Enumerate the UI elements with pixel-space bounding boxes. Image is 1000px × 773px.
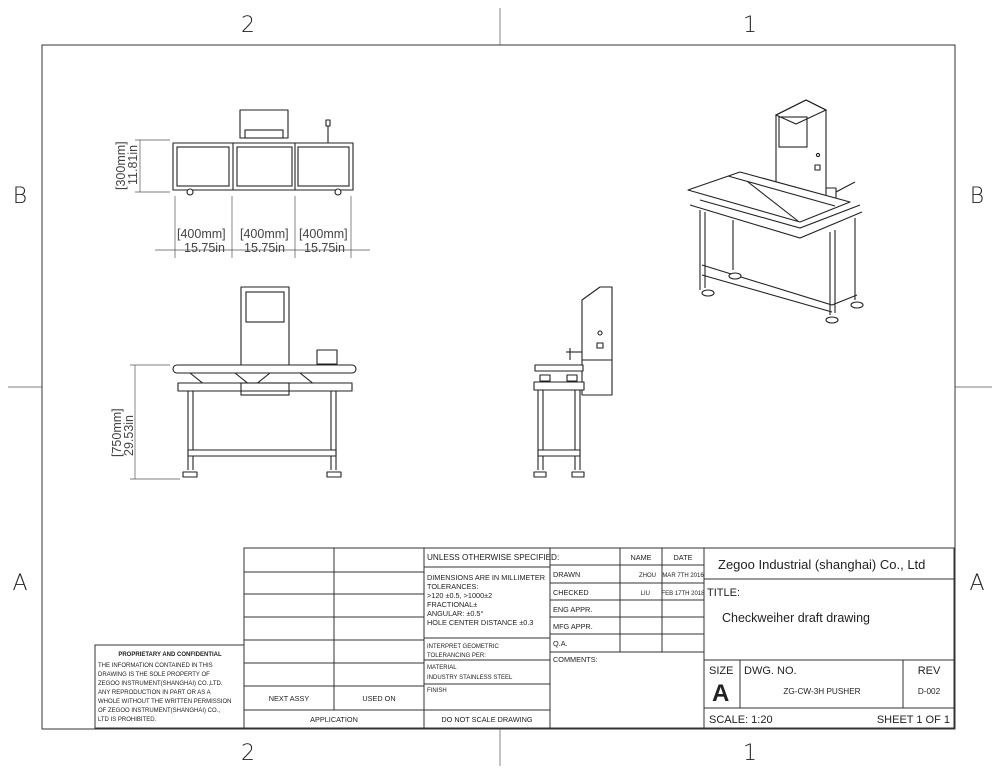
dimension-lines-front bbox=[130, 364, 180, 480]
dim-height-front-mm: [750mm] bbox=[110, 408, 124, 457]
approval-label: ENG APPR. bbox=[553, 605, 592, 614]
zone-bottom-1: 1 bbox=[743, 741, 757, 766]
rev-label: REV bbox=[918, 665, 941, 677]
dim-height-top-mm: [300mm] bbox=[114, 141, 128, 190]
approval-date: MAR 7TH 2016 bbox=[662, 573, 704, 579]
rev-value: D-002 bbox=[918, 687, 941, 696]
spec-dim-line: ANGULAR: ±0.5° bbox=[427, 609, 483, 618]
proprietary-line: DRAWING IS THE SOLE PROPERTY OF bbox=[98, 672, 210, 678]
dim-width-1-in: 15.75in bbox=[184, 241, 225, 255]
approval-label: Q.A. bbox=[553, 639, 568, 648]
proprietary-line: WHOLE WITHOUT THE WRITTEN PERMISSION bbox=[98, 699, 231, 705]
dwg-no-value: ZG-CW-3H PUSHER bbox=[783, 687, 860, 696]
spec-dim-line: HOLE CENTER DISTANCE ±0.3 bbox=[427, 618, 533, 627]
spec-material-label: MATERIAL bbox=[427, 665, 457, 671]
application-label: APPLICATION bbox=[310, 715, 358, 724]
title-block-grid bbox=[94, 547, 955, 729]
dim-width-2-in: 15.75in bbox=[244, 241, 285, 255]
dim-width-2-mm: [400mm] bbox=[240, 227, 289, 241]
title-label: TITLE: bbox=[707, 587, 740, 599]
spec-interpret-line: TOLERANCING PER: bbox=[427, 653, 486, 659]
side-view bbox=[533, 286, 613, 478]
used-on-label: USED ON bbox=[362, 694, 395, 703]
dim-width-1-mm: [400mm] bbox=[177, 227, 226, 241]
approvals-date-header: DATE bbox=[674, 553, 693, 562]
zone-right-b: B bbox=[970, 184, 984, 209]
size-value: A bbox=[712, 680, 729, 707]
dim-height-top-in: 11.81in bbox=[126, 145, 140, 185]
proprietary-line: ZEGOO INSTRUMENT(SHANGHAI) CO.,LTD. bbox=[98, 681, 223, 687]
spec-material-value: INDUSTRY STAINLESS STEEL bbox=[427, 675, 513, 681]
spec-dim-line: DIMENSIONS ARE IN MILLIMETER bbox=[427, 573, 545, 582]
proprietary-line: LTD IS PROHIBITED. bbox=[98, 717, 157, 723]
next-assy-label: NEXT ASSY bbox=[269, 694, 310, 703]
zone-left-a: A bbox=[12, 571, 27, 596]
spec-header: UNLESS OTHERWISE SPECIFIED: bbox=[427, 553, 559, 562]
dim-height-front-in: 29.53in bbox=[122, 415, 136, 456]
approval-label: MFG APPR. bbox=[553, 622, 593, 631]
zone-ticks bbox=[8, 8, 992, 766]
do-not-scale-label: DO NOT SCALE DRAWING bbox=[441, 715, 533, 724]
front-view bbox=[172, 286, 357, 478]
proprietary-line: THE INFORMATION CONTAINED IN THIS bbox=[98, 663, 213, 669]
scale-label: SCALE: 1:20 bbox=[709, 714, 773, 726]
dim-width-3-mm: [400mm] bbox=[299, 227, 348, 241]
zone-right-a: A bbox=[969, 571, 984, 596]
proprietary-title: PROPRIETARY AND CONFIDENTIAL bbox=[118, 652, 222, 658]
drawing-title: Checkweiher draft drawing bbox=[722, 611, 870, 625]
approval-label: CHECKED bbox=[553, 588, 589, 597]
spec-finish-label: FINISH bbox=[427, 688, 447, 694]
approvals-name-header: NAME bbox=[630, 553, 651, 562]
zone-bottom-2: 2 bbox=[241, 741, 255, 766]
spec-dim-line: FRACTIONAL± bbox=[427, 600, 477, 609]
spec-interpret-line: INTERPRET GEOMETRIC bbox=[427, 644, 500, 650]
dim-width-3-in: 15.75in bbox=[304, 241, 345, 255]
dwg-no-label: DWG. NO. bbox=[744, 665, 797, 677]
proprietary-line: OF ZEGOO INSTRUMENT(SHANGHAI) CO., bbox=[98, 708, 220, 714]
approval-label: DRAWN bbox=[553, 570, 580, 579]
isometric-view bbox=[687, 99, 864, 324]
comments-label: COMMENTS: bbox=[553, 655, 598, 664]
approval-name: ZHOU bbox=[639, 573, 656, 579]
approval-name: LIU bbox=[641, 591, 650, 597]
spec-dim-line: >120 ±0.5, >1000±2 bbox=[427, 591, 492, 600]
company-name: Zegoo Industrial (shanghai) Co., Ltd bbox=[718, 557, 925, 572]
zone-left-b: B bbox=[13, 184, 27, 209]
zone-top-1: 1 bbox=[743, 13, 757, 38]
proprietary-line: ANY REPRODUCTION IN PART OR AS A bbox=[98, 690, 211, 696]
spec-dim-line: TOLERANCES: bbox=[427, 582, 478, 591]
sheet-label: SHEET 1 OF 1 bbox=[877, 714, 950, 726]
zone-top-2: 2 bbox=[241, 13, 255, 38]
dimension-lines-top bbox=[135, 139, 370, 258]
top-view bbox=[172, 109, 354, 196]
size-label: SIZE bbox=[709, 665, 733, 677]
approval-date: FEB 17TH 2018 bbox=[661, 591, 705, 597]
